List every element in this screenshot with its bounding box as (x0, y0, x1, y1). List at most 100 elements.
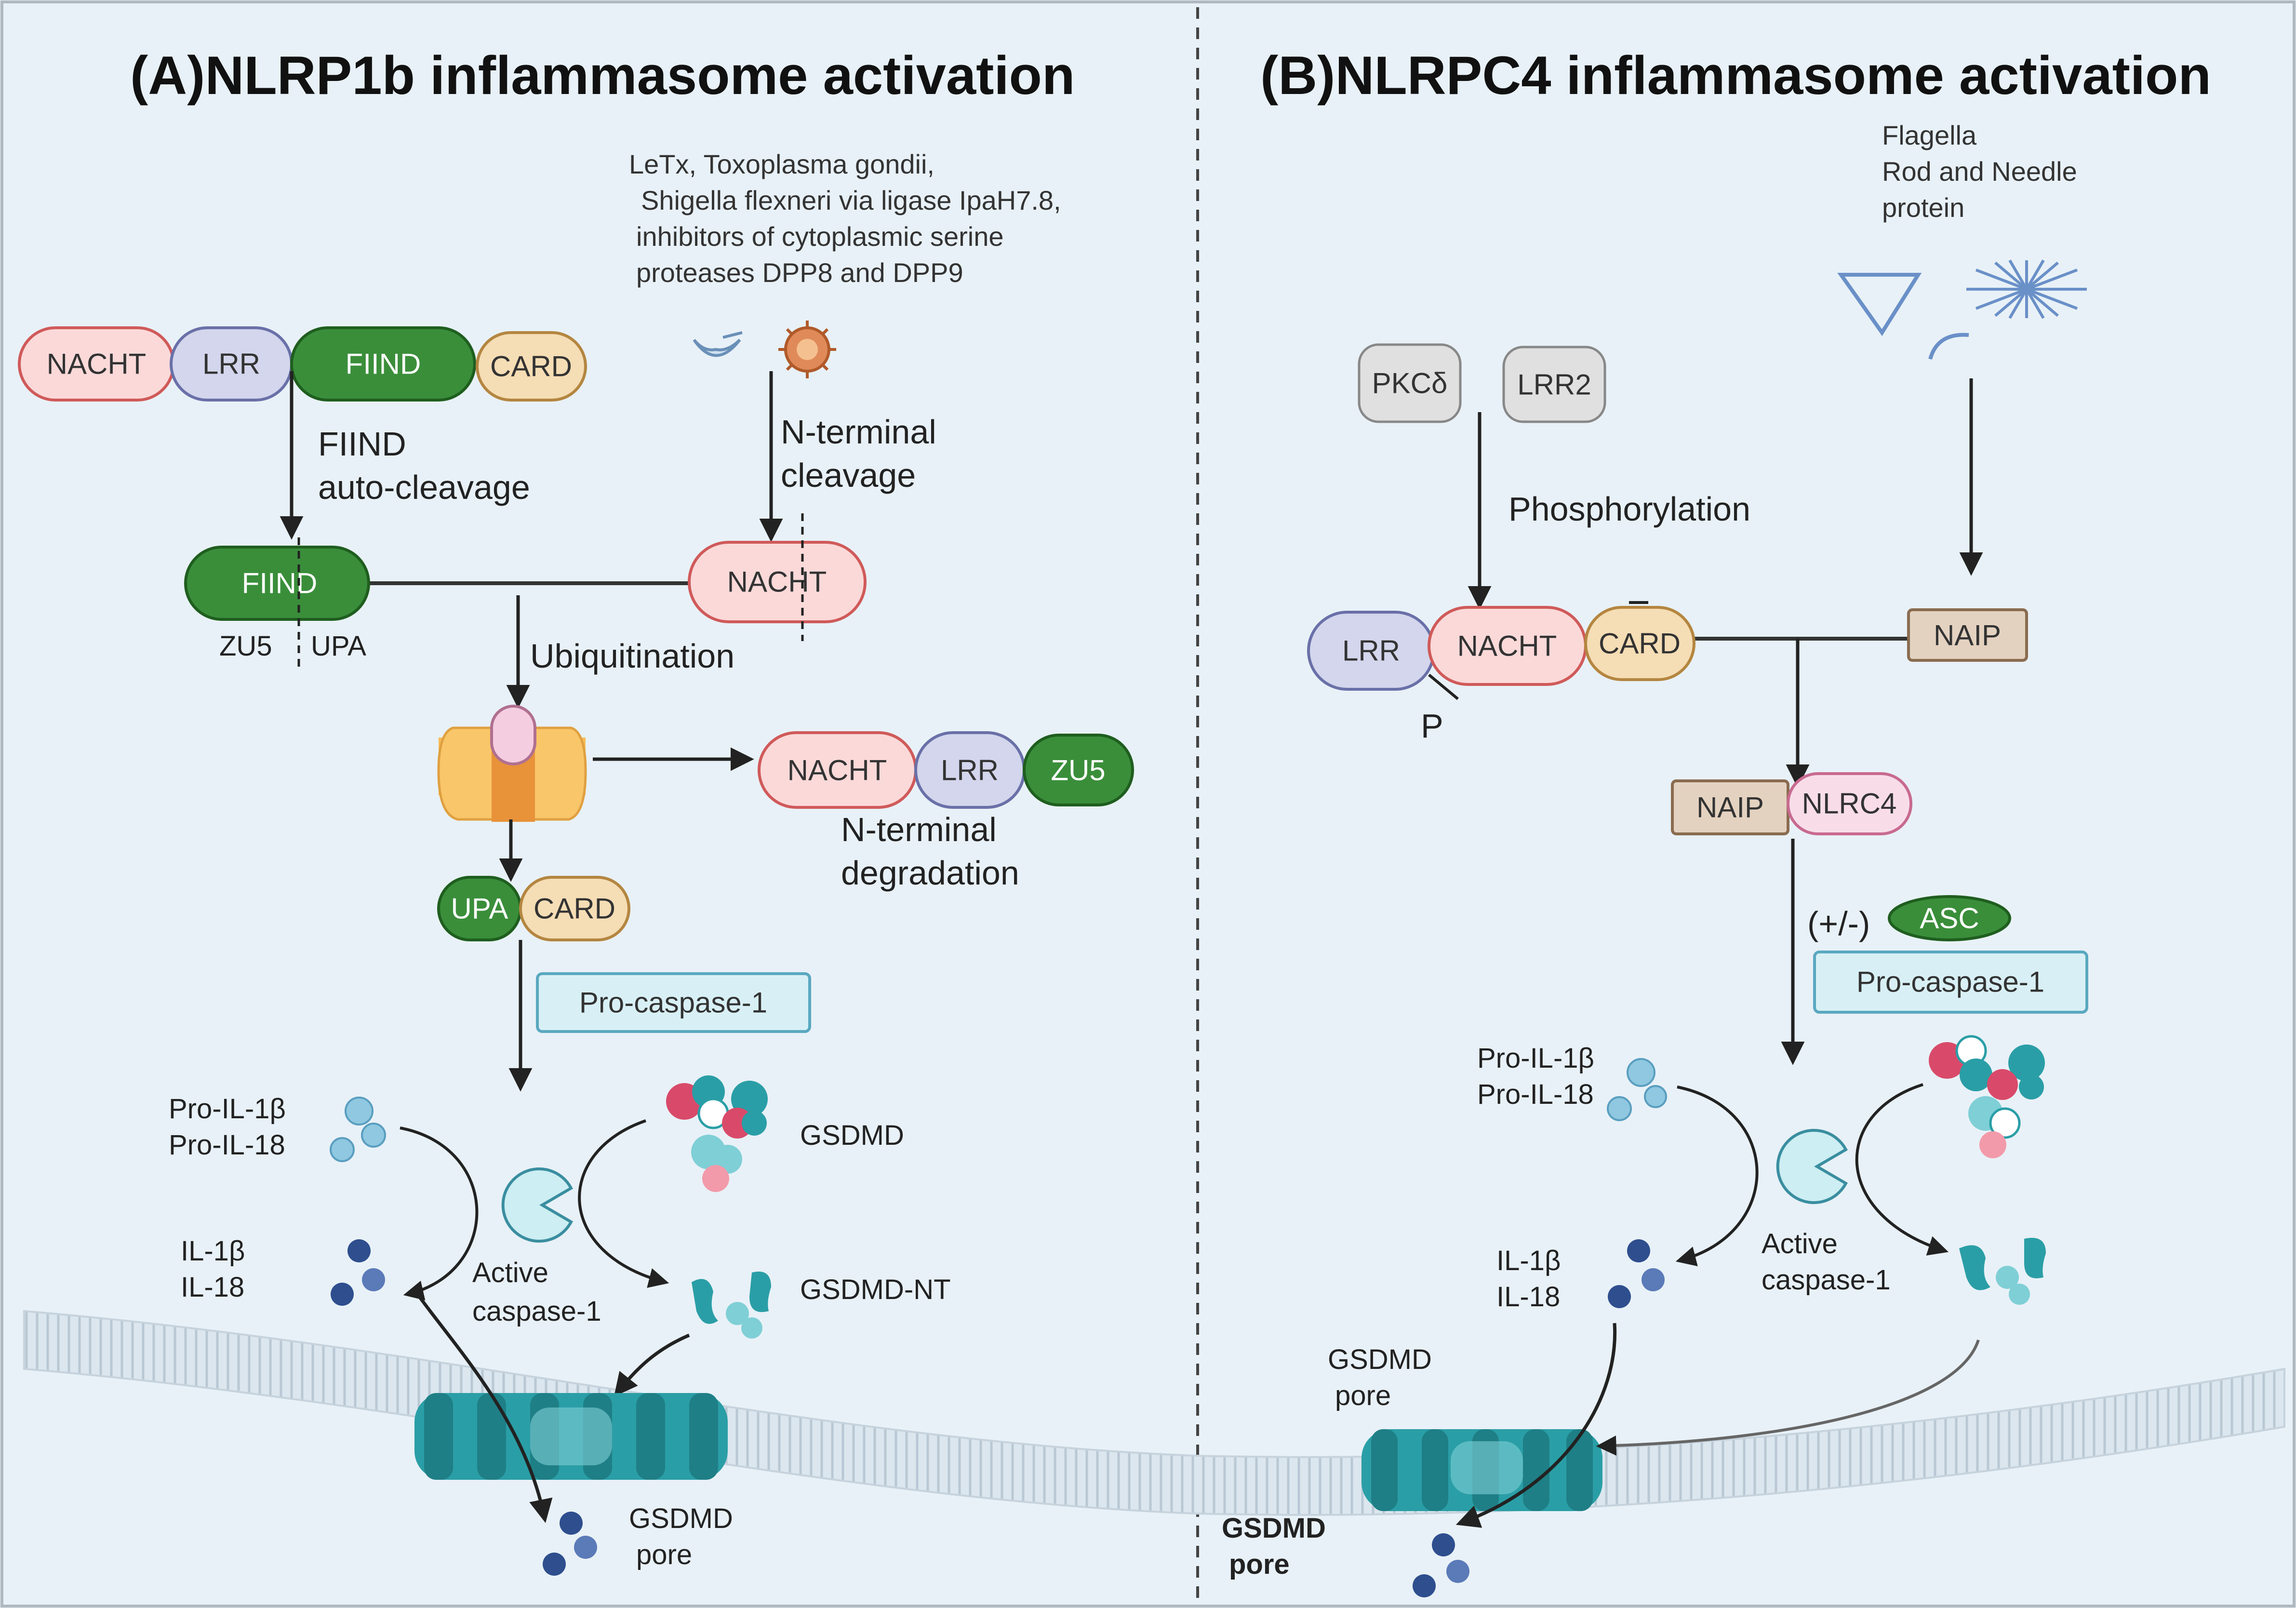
proteasome-icon (437, 705, 587, 822)
label-pro-il18-b: Pro-IL-18 (1477, 1079, 1594, 1110)
caspase-pacman-icon (501, 1167, 574, 1243)
label-pro-caspase-a: Pro-caspase-1 (579, 987, 767, 1019)
label-active-caspase-a-2: caspase-1 (472, 1296, 601, 1327)
domain-upa: UPA (311, 630, 366, 662)
gsdmd-protein-icon (666, 1075, 768, 1192)
label-gsdmd-a: GSDMD (800, 1120, 904, 1151)
label-pkc: PKCδ (1372, 367, 1448, 400)
arrow-gsdmd-processing-a (578, 1119, 669, 1288)
domain-zu5-2: ZU5 (1051, 754, 1105, 787)
label-gsdmd-pore-b-lower-2: pore (1229, 1549, 1290, 1580)
arrow-gsdmd-processing-b (1855, 1083, 1949, 1256)
domain-nacht-3: NACHT (788, 754, 887, 787)
label-fiind-autocleavage-1: FIIND (318, 425, 406, 463)
label-nlrc4: NLRC4 (1802, 788, 1897, 820)
label-gsdmd-nt-a: GSDMD-NT (800, 1274, 951, 1305)
domain-zu5: ZU5 (219, 630, 272, 662)
arrow-nt-to-pore-b (1596, 1340, 1980, 1456)
arrow-release-b (1455, 1323, 1617, 1528)
phospho-tick (1428, 673, 1459, 700)
nlrc4-box (1787, 772, 1912, 835)
label-il1b-b: IL-1β (1496, 1245, 1561, 1276)
domain-lrr-b: LRR (1342, 635, 1400, 667)
released-cytokine-dots-a (543, 1512, 597, 1576)
label-gsdmd-pore-b-upper-1: GSDMD (1328, 1344, 1432, 1375)
label-lrr2: LRR2 (1517, 369, 1591, 401)
label-il1b-a: IL-1β (181, 1235, 245, 1267)
nlrc4-protein: LRR NACHT CARD (1307, 601, 1695, 691)
domain-fiind: FIIND (346, 348, 421, 380)
stimulus-b-line1: Flagella (1882, 120, 1977, 150)
label-ubiquitination: Ubiquitination (530, 637, 734, 675)
label-gsdmd-pore-a-1: GSDMD (629, 1503, 733, 1534)
domain-fiind-2: FIIND (242, 567, 318, 600)
label-nterm-cleavage-2: cleavage (781, 456, 916, 494)
label-nterm-cleavage-1: N-terminal (781, 413, 936, 451)
label-il18-a: IL-18 (181, 1272, 244, 1303)
label-pro-il1b-a: Pro-IL-1β (169, 1093, 286, 1125)
gsdmd-nt-icon-b (1959, 1238, 2046, 1305)
domain-nacht: NACHT (47, 348, 147, 380)
toxin-icon (693, 331, 743, 357)
cleaved-nacht: NACHT (688, 513, 867, 641)
label-fiind-autocleavage-2: auto-cleavage (318, 469, 530, 506)
label-gsdmd-pore-a-2: pore (636, 1539, 692, 1570)
label-gsdmd-pore-b-lower-1: GSDMD (1222, 1513, 1326, 1544)
pkc-box (1358, 343, 1462, 423)
lrr2-box (1502, 346, 1606, 423)
arrow-nt-to-pore-a (614, 1333, 690, 1397)
degraded-fragment: NACHT LRR ZU5 (758, 731, 1134, 809)
domain-upa-2: UPA (451, 893, 508, 925)
pore-icon (414, 1393, 728, 1480)
caspase-pacman-icon-b (1776, 1129, 1848, 1204)
mature-cytokine-dots-b (1608, 1239, 1665, 1308)
flagella-icon (1837, 259, 2087, 360)
nlrp1b-full-protein: NACHT LRR FIIND CARD (18, 326, 587, 402)
label-naip: NAIP (1934, 619, 2001, 652)
domain-card-2: CARD (534, 893, 615, 925)
panel-a-title: (A)NLRP1b inflammasome activation (130, 45, 1075, 106)
stimulus-a-line4: proteases DPP8 and DPP9 (636, 257, 963, 288)
label-gsdmd-pore-b-upper-2: pore (1335, 1380, 1391, 1411)
gsdmd-protein-icon-b (1929, 1035, 2045, 1158)
label-nterm-degradation-1: N-terminal (841, 811, 997, 848)
stimulus-a-line1: LeTx, Toxoplasma gondii, (629, 149, 934, 179)
domain-card-b: CARD (1599, 628, 1681, 660)
domain-nacht-b: NACHT (1457, 630, 1557, 662)
label-il18-b: IL-18 (1496, 1281, 1560, 1313)
arrow-cytokine-processing-b (1675, 1085, 1759, 1266)
label-active-caspase-b-2: caspase-1 (1762, 1264, 1891, 1296)
label-asc: ASC (1920, 902, 1979, 935)
virus-icon (778, 321, 836, 378)
label-nterm-degradation-2: degradation (841, 854, 1019, 892)
mature-cytokine-dots-a (331, 1239, 385, 1306)
stimulus-b-line2: Rod and Needle (1882, 156, 2077, 187)
pro-cytokine-dots-a (330, 1097, 386, 1162)
domain-lrr-2: LRR (941, 754, 999, 787)
pore-icon-b (1362, 1429, 1602, 1511)
arrow-release-a (418, 1295, 553, 1523)
upa-card-fragment: UPA CARD (437, 876, 630, 941)
membrane-icon (23, 1310, 2285, 1516)
released-cytokine-dots-b (1413, 1533, 1469, 1597)
label-phosphorylation: Phosphorylation (1508, 490, 1750, 528)
cleaved-fiind: FIIND (184, 537, 370, 670)
label-naip-2: NAIP (1696, 791, 1764, 824)
label-pro-caspase-b: Pro-caspase-1 (1856, 966, 2044, 998)
naip-box (1907, 608, 2028, 662)
pro-cytokine-dots-b (1607, 1058, 1667, 1121)
gsdmd-nt-icon (692, 1272, 771, 1339)
label-plus-minus: (+/-) (1807, 905, 1870, 942)
arrow-cytokine-processing-a (400, 1126, 479, 1300)
stimulus-a-line3: inhibitors of cytoplasmic serine (636, 221, 1004, 252)
label-p: P (1421, 707, 1443, 745)
label-pro-il1b-b: Pro-IL-1β (1477, 1043, 1594, 1074)
pro-caspase-box-a (536, 972, 811, 1033)
domain-lrr: LRR (202, 348, 260, 380)
panel-b-title: (B)NLRPC4 inflammasome activation (1260, 45, 2211, 106)
pro-caspase-box-b (1813, 951, 2088, 1014)
asc-oval (1888, 895, 2011, 941)
